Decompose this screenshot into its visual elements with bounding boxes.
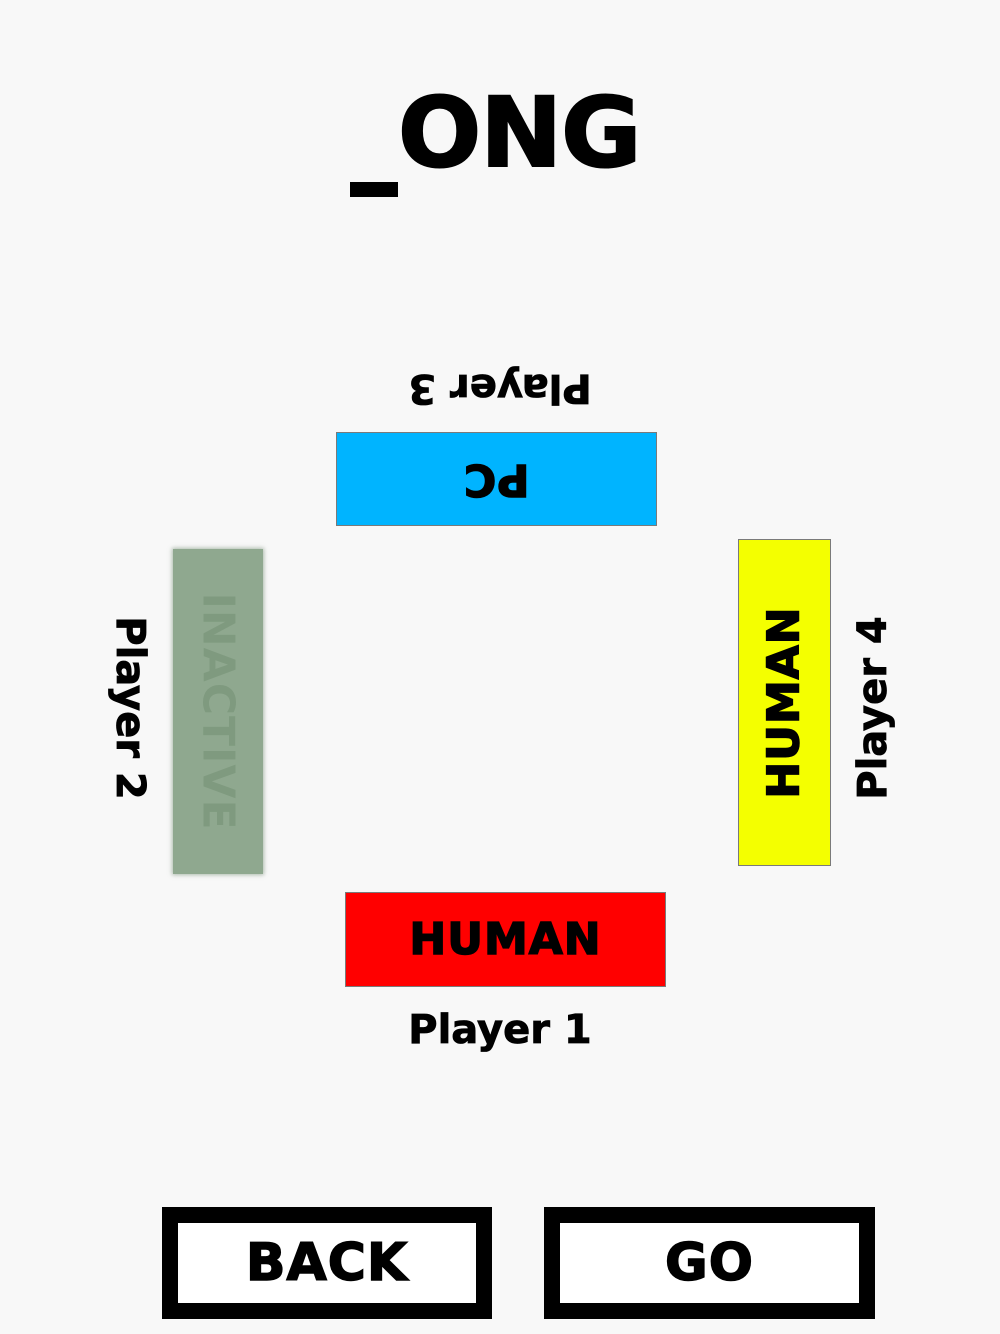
player-2-label: Player 2 [107,616,154,800]
back-button[interactable]: BACK [162,1207,492,1319]
game-title: ONG [340,77,670,218]
player-2-mode-label: INACTIVE [192,592,244,831]
player-1-label: Player 1 [408,1007,592,1054]
go-button[interactable]: GO [544,1207,875,1319]
player-1-mode-toggle[interactable]: HUMAN [345,892,666,987]
player-3-mode-toggle[interactable]: PC [336,432,657,526]
player-2-mode-toggle[interactable]: INACTIVE [173,549,263,874]
player-3-label: Player 3 [408,365,592,412]
player-4-mode-label: HUMAN [758,606,811,800]
player-4-label: Player 4 [850,616,897,800]
player-4-mode-toggle[interactable]: HUMAN [738,539,831,866]
player-1-mode-label: HUMAN [409,913,602,966]
title-text: ONG [397,77,643,189]
title-underscore [350,182,398,197]
player-3-mode-label: PC [462,453,530,506]
